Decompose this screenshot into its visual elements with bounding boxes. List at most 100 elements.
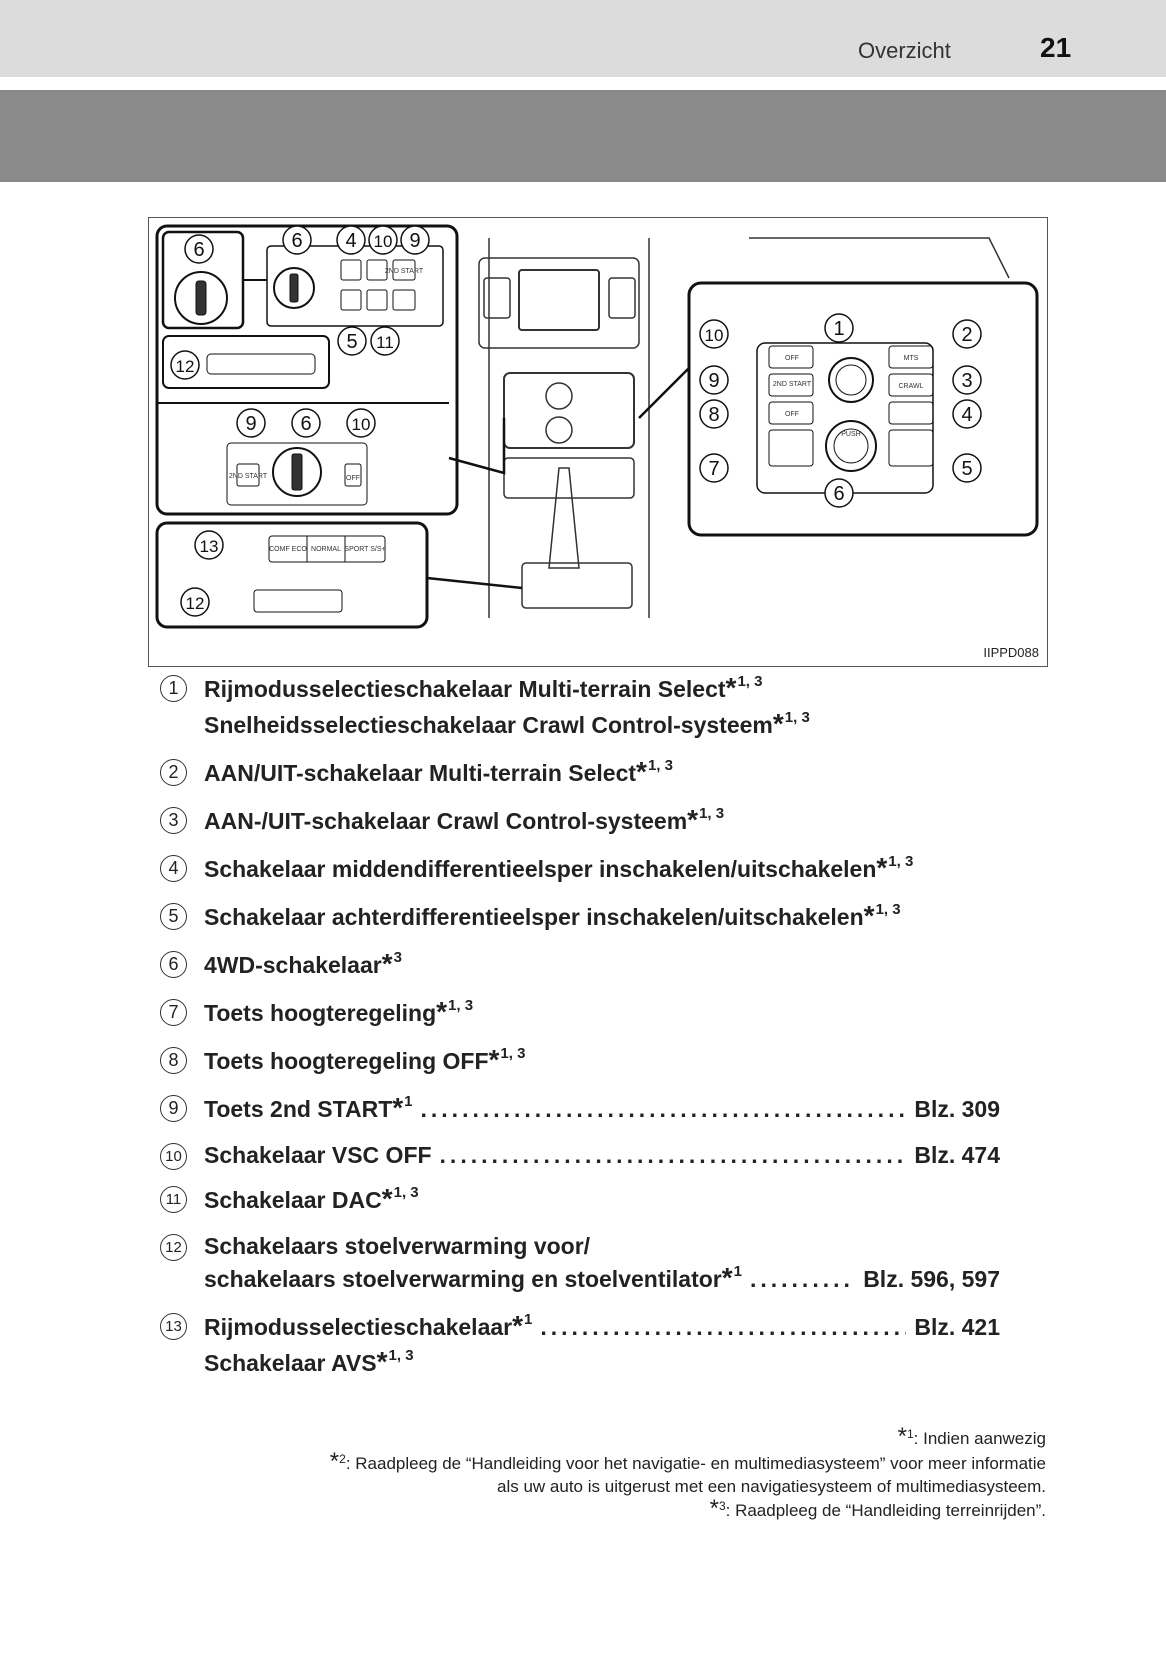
- label-2nd-start-1: 2ND START: [773, 381, 812, 388]
- svg-text:4: 4: [345, 230, 356, 252]
- footnote-ref: 1, 3: [737, 673, 763, 690]
- svg-text:7: 7: [708, 458, 719, 480]
- callout-9-right: 9: [699, 365, 729, 395]
- footnote-line: *2: Raadpleeg de “Handleiding voor het n…: [146, 1448, 1046, 1476]
- footnote-star: *: [876, 852, 888, 883]
- item-text: Schakelaar AVS: [204, 1350, 377, 1376]
- label-off-2: OFF: [785, 411, 799, 418]
- footnote-star: *: [636, 756, 647, 787]
- footnote-number: 3: [718, 1499, 726, 1513]
- header-band: [0, 0, 1166, 77]
- svg-text:8: 8: [708, 404, 719, 426]
- item-line: 4WD-schakelaar*3: [204, 948, 1000, 984]
- item-text: Rijmodusselectieschakelaar Multi-terrain…: [204, 676, 726, 702]
- svg-text:12: 12: [176, 357, 195, 376]
- svg-text:1: 1: [833, 318, 844, 340]
- callout-8: 8: [699, 399, 729, 429]
- item-text: Schakelaar DAC: [204, 1187, 382, 1213]
- svg-text:6: 6: [833, 483, 844, 505]
- title-band: [0, 90, 1166, 182]
- footnote-star: *: [725, 672, 737, 703]
- callout-13: 13: [194, 530, 224, 560]
- page-reference: Blz. 474: [914, 1142, 1000, 1168]
- item-text: AAN/UIT-schakelaar Multi-terrain Select: [204, 760, 637, 786]
- footnote-star: *: [512, 1310, 524, 1341]
- svg-text:5: 5: [346, 331, 357, 353]
- footnote-ref: 1, 3: [388, 1347, 414, 1364]
- svg-text:4: 4: [961, 404, 972, 426]
- footnote-ref: 1: [404, 1093, 413, 1110]
- callout-10-right: 10: [699, 319, 729, 349]
- controls-illustration: OFF 2ND START OFF MTS CRAWL PUSH 2ND STA…: [148, 217, 1048, 667]
- leader-dots: ........................................…: [420, 1096, 907, 1122]
- item-line: AAN-/UIT-schakelaar Crawl Control-systee…: [204, 804, 1000, 840]
- svg-text:10: 10: [374, 232, 393, 251]
- svg-text:12: 12: [186, 594, 205, 613]
- label-comf-eco: COMF ECO: [269, 546, 307, 553]
- item-text: Rijmodusselectieschakelaar: [204, 1314, 513, 1340]
- page-number: 21: [1040, 32, 1072, 63]
- panel-top-left: [155, 224, 506, 516]
- svg-text:10: 10: [352, 415, 371, 434]
- svg-text:11: 11: [376, 333, 394, 352]
- legend-item-12: 12 Schakelaars stoelverwarming voor/schak…: [160, 1231, 1000, 1298]
- item-line: Rijmodusselectieschakelaar Multi-terrain…: [204, 672, 1000, 708]
- callout-9-top: 9: [400, 225, 430, 255]
- item-number-badge: 2: [160, 759, 187, 786]
- item-line: Toets hoogteregeling OFF*1, 3: [204, 1044, 1000, 1080]
- label-mts: MTS: [904, 355, 919, 362]
- item-line: Snelheidsselectieschakelaar Crawl Contro…: [204, 708, 1000, 744]
- item-number-badge: 6: [160, 951, 187, 978]
- footnote-ref: 1, 3: [500, 1045, 526, 1062]
- callout-6-mid: 6: [291, 408, 321, 438]
- footnote-ref: 1, 3: [393, 1184, 419, 1201]
- item-number-badge: 11: [160, 1186, 187, 1213]
- svg-text:2: 2: [961, 324, 972, 346]
- item-number-badge: 7: [160, 999, 187, 1026]
- item-number-badge: 8: [160, 1047, 187, 1074]
- figure-code: IIPPD088: [983, 645, 1039, 660]
- leader-dots: ........................................…: [439, 1142, 907, 1168]
- footnote-star: *: [488, 1044, 500, 1075]
- svg-text:6: 6: [300, 413, 311, 435]
- item-text: Snelheidsselectieschakelaar Crawl Contro…: [204, 712, 773, 738]
- label-off-1: OFF: [785, 355, 799, 362]
- svg-text:9: 9: [708, 370, 719, 392]
- callout-12-bottom: 12: [180, 587, 210, 617]
- callout-9-mid: 9: [236, 408, 266, 438]
- item-number-badge: 12: [160, 1234, 187, 1261]
- footnote-star: *: [381, 948, 393, 979]
- footnote-ref: 1, 3: [784, 709, 810, 726]
- callouts: 6 6 4 10 9 5 11 12 9 6 10 13 12 10 1 2 9…: [170, 225, 982, 617]
- item-text: Schakelaars stoelverwarming voor/: [204, 1233, 591, 1259]
- item-text: Schakelaar middendifferentieelsper insch…: [204, 856, 877, 882]
- footnote-text: : Raadpleeg de “Handleiding voor het nav…: [345, 1454, 1046, 1473]
- page-reference: Blz. 421: [914, 1314, 1000, 1340]
- footnote-mark: *: [329, 1448, 340, 1475]
- item-line: Schakelaar middendifferentieelsper insch…: [204, 852, 1000, 888]
- callout-6-top: 6: [282, 225, 312, 255]
- footnote-star: *: [772, 708, 784, 739]
- footnote-star: *: [863, 900, 875, 931]
- footnote-ref: 1, 3: [875, 901, 901, 918]
- footnote-ref: 1, 3: [647, 757, 673, 774]
- svg-text:9: 9: [245, 413, 256, 435]
- label-sport: SPORT S/S+: [344, 546, 385, 553]
- leader-dots: ........................................…: [749, 1266, 855, 1292]
- callout-10-mid: 10: [346, 408, 376, 438]
- callout-5-top: 5: [337, 326, 367, 356]
- item-line: Schakelaar AVS*1, 3: [204, 1346, 1000, 1382]
- label-2nd-start-2: 2ND START: [385, 268, 424, 275]
- button-labels: OFF 2ND START OFF MTS CRAWL PUSH 2ND STA…: [229, 268, 924, 553]
- item-text: schakelaars stoelverwarming en stoelvent…: [204, 1266, 722, 1292]
- item-line: Schakelaars stoelverwarming voor/: [204, 1231, 1000, 1262]
- callout-5-right: 5: [952, 453, 982, 483]
- callout-4-top: 4: [336, 225, 366, 255]
- footnotes: *1: Indien aanwezig*2: Raadpleeg de “Han…: [146, 1425, 1046, 1523]
